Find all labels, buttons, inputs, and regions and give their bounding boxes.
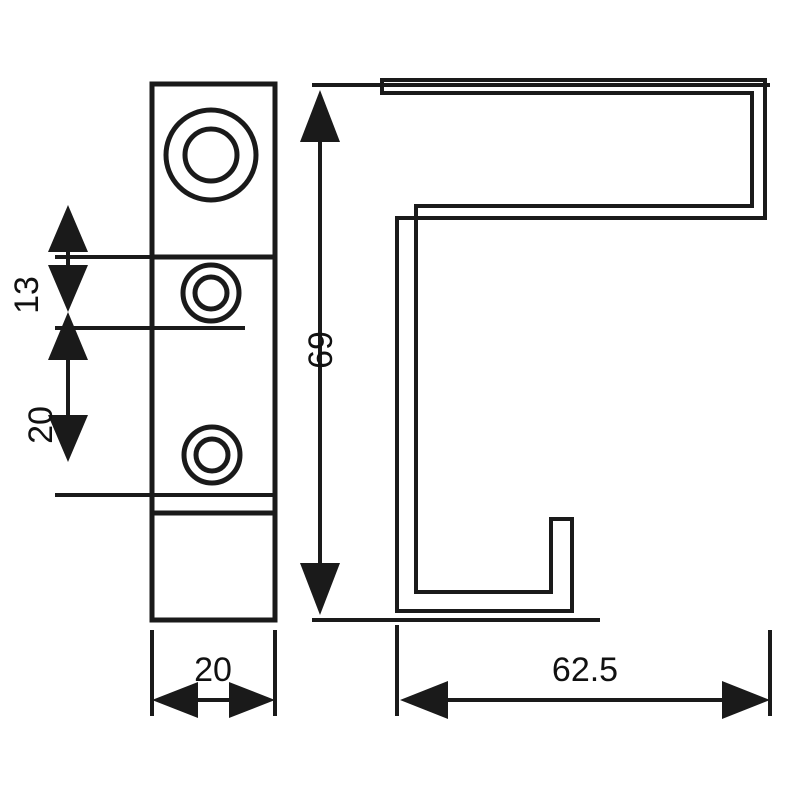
lower-small-hole — [181, 424, 243, 486]
lower-small-hole-inner-circle — [193, 436, 231, 474]
dimension-20-vertical-arrow-up — [48, 312, 88, 360]
lower-small-hole-outer-circle — [181, 424, 243, 486]
dimension-69-arrow-up — [300, 90, 340, 142]
dimension-62-5-arrow-right — [722, 681, 770, 719]
dimension-69: 69 — [300, 83, 770, 622]
dimension-62-5-label: 62.5 — [552, 651, 618, 689]
dimension-13: 13 — [8, 205, 275, 330]
large-hole-outer-circle — [163, 107, 259, 203]
large-counterbore-hole — [163, 107, 259, 203]
side-view-group — [380, 78, 767, 613]
dimension-69-arrow-down — [300, 563, 340, 615]
dimension-13-arrow-down — [48, 265, 88, 312]
dimension-20-horizontal-label: 20 — [194, 651, 232, 689]
dimension-20-horizontal-arrow-left — [152, 682, 198, 718]
j-hook-profile-outline — [380, 78, 767, 613]
dimension-20-vertical-label: 20 — [22, 406, 60, 444]
dimension-62-5-arrow-left — [400, 681, 448, 719]
dimension-13-arrow-up — [48, 205, 88, 252]
dimension-13-label: 13 — [8, 276, 46, 314]
dimension-20-horizontal-arrow-right — [229, 682, 275, 718]
large-hole-inner-circle — [182, 126, 240, 184]
upper-small-hole-outer-circle — [180, 262, 242, 324]
front-view-plate-outline — [149, 81, 278, 623]
dimension-69-label: 69 — [302, 331, 340, 369]
upper-small-hole-inner-circle — [192, 274, 230, 312]
dimension-20-vertical-arrow-down — [48, 415, 88, 462]
dimension-20-vertical: 20 — [22, 312, 275, 497]
upper-small-hole — [180, 262, 242, 324]
dimension-62-5: 62.5 — [395, 625, 772, 719]
dimension-20-horizontal: 20 — [150, 630, 277, 718]
